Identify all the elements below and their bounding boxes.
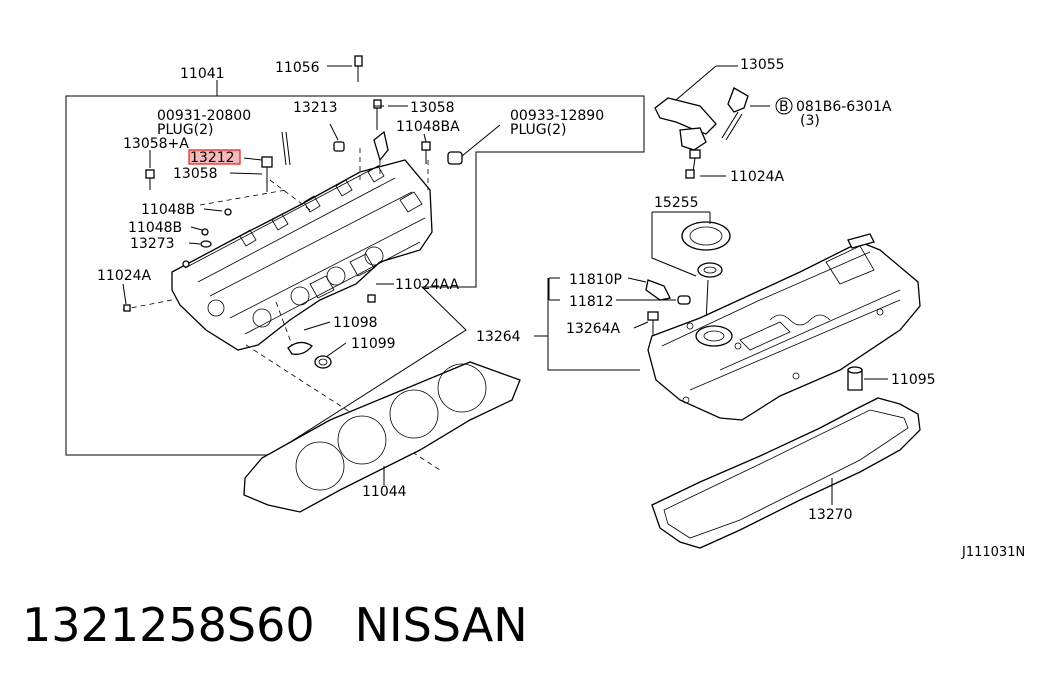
label-plug-1: PLUG(2) [157, 122, 213, 138]
cylinder-head [119, 142, 441, 471]
label-13264[interactable]: 13264 [476, 329, 521, 345]
cam-sensor [654, 65, 793, 179]
oil-filler-cap [651, 211, 731, 325]
label-11044[interactable]: 11044 [362, 484, 407, 500]
label-13212[interactable]: 13212 [190, 150, 235, 166]
label-11048ba[interactable]: 11048BA [396, 119, 460, 135]
label-11810p[interactable]: 11810P [569, 272, 622, 288]
label-13058-b[interactable]: 13058 [173, 166, 218, 182]
label-11095[interactable]: 11095 [891, 372, 936, 388]
label-13058-a[interactable]: 13058 [410, 100, 455, 116]
brand-name: NISSAN [354, 598, 528, 652]
label-11024a-top[interactable]: 11024A [730, 169, 785, 185]
label-11099[interactable]: 11099 [351, 336, 396, 352]
label-00933-12890[interactable]: 00933-12890 [510, 108, 604, 124]
head-group-frame [65, 95, 645, 456]
highlight-13212 [188, 149, 241, 165]
part-labels: 11056 11041 13055 00931-20800 PLUG(2) 13… [97, 57, 1025, 560]
valve-cover [647, 233, 921, 421]
label-plug-2: PLUG(2) [510, 122, 566, 138]
leader-lines-left [122, 65, 501, 358]
label-15255[interactable]: 15255 [654, 195, 699, 211]
label-11041[interactable]: 11041 [180, 66, 225, 82]
parts-diagram: 11056 11041 13055 00931-20800 PLUG(2) 13… [65, 55, 1025, 560]
label-081b6-qty: (3) [800, 113, 820, 129]
label-00931-20800[interactable]: 00931-20800 [157, 108, 251, 124]
label-11048b-1[interactable]: 11048B [141, 202, 195, 218]
head-gasket [243, 361, 521, 513]
caption: 1321258S60 NISSAN [22, 598, 528, 652]
part-number: 1321258S60 [22, 598, 315, 652]
grommet-11095 [847, 366, 888, 391]
label-11048b-2[interactable]: 11048B [128, 220, 182, 236]
drawing-code: J111031N [961, 545, 1025, 560]
label-13213[interactable]: 13213 [293, 100, 338, 116]
label-11024a-left[interactable]: 11024A [97, 268, 152, 284]
head-bolts [123, 55, 463, 369]
label-13264a[interactable]: 13264A [566, 321, 621, 337]
label-13273[interactable]: 13273 [130, 236, 175, 252]
label-11056[interactable]: 11056 [275, 60, 320, 76]
label-13058-plus-a[interactable]: 13058+A [123, 136, 189, 152]
pcv-valve [534, 277, 691, 371]
label-13055[interactable]: 13055 [740, 57, 785, 73]
label-b-mark: B [779, 99, 789, 115]
label-11812[interactable]: 11812 [569, 294, 614, 310]
label-11024aa[interactable]: 11024AA [395, 277, 460, 293]
label-13270[interactable]: 13270 [808, 507, 853, 523]
label-11098[interactable]: 11098 [333, 315, 378, 331]
label-081b6-6301a[interactable]: 081B6-6301A [796, 99, 892, 115]
valve-cover-gasket [651, 397, 921, 549]
